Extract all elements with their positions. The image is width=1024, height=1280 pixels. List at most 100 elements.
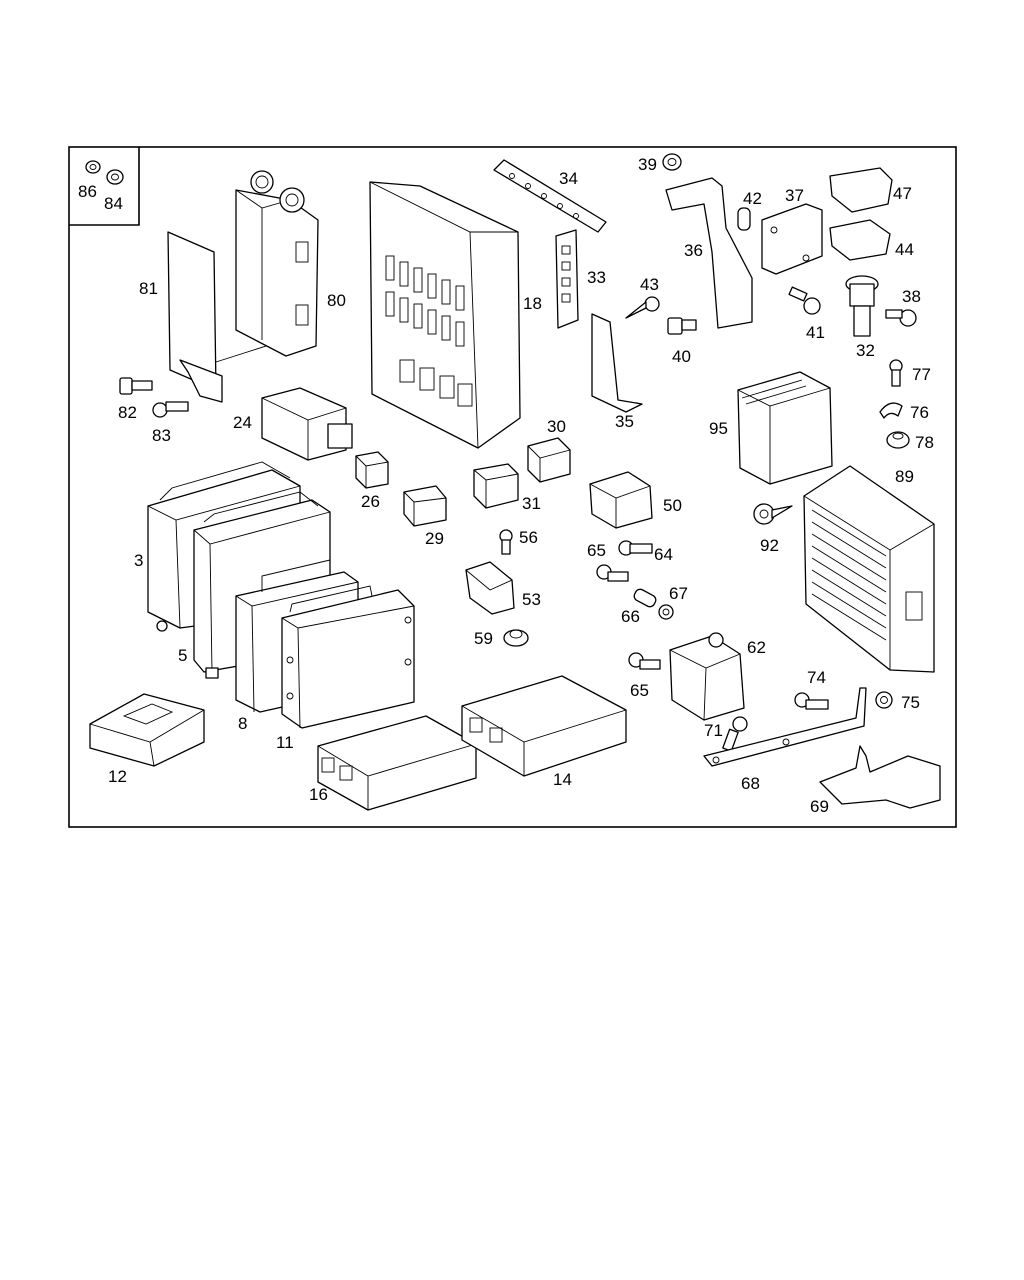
part-84-nut[interactable] bbox=[106, 169, 124, 185]
callout-labels: 86 84 81 80 82 83 24 3 5 8 11 12 16 14 1… bbox=[78, 155, 934, 816]
callout-77: 77 bbox=[912, 365, 931, 384]
part-78-grommet[interactable] bbox=[886, 431, 910, 449]
part-81-plate[interactable] bbox=[167, 231, 286, 403]
callout-75: 75 bbox=[901, 693, 920, 712]
callout-12: 12 bbox=[108, 767, 127, 786]
callout-39: 39 bbox=[638, 155, 657, 174]
part-18-fuse-box[interactable] bbox=[369, 181, 521, 449]
callout-42: 42 bbox=[743, 189, 762, 208]
part-86-nut[interactable] bbox=[85, 160, 101, 174]
part-12-module[interactable] bbox=[89, 693, 205, 767]
callout-50: 50 bbox=[663, 496, 682, 515]
callout-43: 43 bbox=[640, 275, 659, 294]
callout-38: 38 bbox=[902, 287, 921, 306]
part-74-bolt[interactable] bbox=[794, 692, 829, 710]
part-76-clip[interactable] bbox=[879, 402, 903, 419]
part-29-relay[interactable] bbox=[403, 485, 447, 527]
callout-29: 29 bbox=[425, 529, 444, 548]
callout-84: 84 bbox=[104, 194, 123, 213]
callout-71: 71 bbox=[704, 721, 723, 740]
part-34-strip[interactable] bbox=[493, 159, 607, 233]
part-71-bolt[interactable] bbox=[722, 716, 748, 752]
part-77-bolt[interactable] bbox=[889, 359, 903, 387]
part-32-sensor[interactable] bbox=[845, 275, 879, 337]
part-33-rail[interactable] bbox=[555, 229, 579, 329]
part-50-connector[interactable] bbox=[589, 471, 653, 529]
callout-14: 14 bbox=[553, 770, 572, 789]
callout-34: 34 bbox=[559, 169, 578, 188]
part-11-module[interactable] bbox=[281, 585, 415, 729]
part-83-bolt[interactable] bbox=[152, 401, 189, 418]
part-40-bolt[interactable] bbox=[667, 317, 697, 335]
callout-80: 80 bbox=[327, 291, 346, 310]
callout-68: 68 bbox=[741, 774, 760, 793]
callout-24: 24 bbox=[233, 413, 252, 432]
part-95-module[interactable] bbox=[737, 371, 833, 485]
part-65a-bolt[interactable] bbox=[596, 564, 629, 582]
callout-66: 66 bbox=[621, 607, 640, 626]
inset-box bbox=[69, 147, 140, 226]
part-43-screw[interactable] bbox=[625, 296, 660, 319]
callout-37: 37 bbox=[785, 186, 804, 205]
callout-47: 47 bbox=[893, 184, 912, 203]
callout-81: 81 bbox=[139, 279, 158, 298]
part-14-module[interactable] bbox=[461, 675, 627, 777]
part-56-screw[interactable] bbox=[499, 529, 513, 555]
callout-40: 40 bbox=[672, 347, 691, 366]
part-59-nut[interactable] bbox=[503, 629, 529, 647]
callout-64: 64 bbox=[654, 545, 673, 564]
part-26-relay[interactable] bbox=[355, 451, 389, 489]
callout-41: 41 bbox=[806, 323, 825, 342]
part-36-bracket[interactable] bbox=[665, 177, 753, 329]
part-24-relay[interactable] bbox=[261, 387, 353, 461]
callout-59: 59 bbox=[474, 629, 493, 648]
part-69-bracket[interactable] bbox=[819, 745, 941, 809]
callout-11: 11 bbox=[276, 733, 294, 752]
part-31-relay[interactable] bbox=[473, 463, 519, 509]
part-53-clip[interactable] bbox=[465, 561, 515, 615]
part-75-nut[interactable] bbox=[875, 691, 893, 709]
callout-3: 3 bbox=[134, 551, 143, 570]
callout-32: 32 bbox=[856, 341, 875, 360]
part-68-bracket[interactable] bbox=[703, 687, 867, 767]
callout-92: 92 bbox=[760, 536, 779, 555]
part-67-nut[interactable] bbox=[658, 604, 674, 620]
part-41-bolt[interactable] bbox=[788, 286, 821, 315]
callout-82: 82 bbox=[118, 403, 137, 422]
callout-83: 83 bbox=[152, 426, 171, 445]
callout-69: 69 bbox=[810, 797, 829, 816]
callout-53: 53 bbox=[522, 590, 541, 609]
callout-76: 76 bbox=[910, 403, 929, 422]
part-64-stud[interactable] bbox=[618, 540, 653, 556]
callout-56: 56 bbox=[519, 528, 538, 547]
part-92-screw[interactable] bbox=[753, 503, 793, 525]
callout-65b: 65 bbox=[630, 681, 649, 700]
part-38-bolt[interactable] bbox=[885, 309, 917, 327]
part-42-spacer[interactable] bbox=[737, 207, 751, 231]
part-80-module[interactable] bbox=[235, 170, 319, 357]
callout-44: 44 bbox=[895, 240, 914, 259]
part-30-relay[interactable] bbox=[527, 437, 571, 483]
callout-5: 5 bbox=[178, 646, 187, 665]
part-44-holder[interactable] bbox=[829, 219, 891, 261]
part-35-bracket[interactable] bbox=[591, 313, 643, 413]
callout-65a: 65 bbox=[587, 541, 606, 560]
callout-16: 16 bbox=[309, 785, 328, 804]
part-37-plate[interactable] bbox=[761, 203, 823, 275]
callout-30: 30 bbox=[547, 417, 566, 436]
part-39-washer[interactable] bbox=[662, 153, 682, 171]
part-82-bolt[interactable] bbox=[119, 377, 153, 395]
part-47-clip[interactable] bbox=[829, 167, 893, 213]
part-66-spacer[interactable] bbox=[632, 588, 657, 609]
part-89-amplifier[interactable] bbox=[803, 465, 935, 673]
part-65b-bolt[interactable] bbox=[628, 652, 661, 670]
diagram-frame bbox=[68, 146, 957, 828]
callout-18: 18 bbox=[523, 294, 542, 313]
callout-31: 31 bbox=[522, 494, 541, 513]
callout-78: 78 bbox=[915, 433, 934, 452]
part-62-connector[interactable] bbox=[669, 632, 745, 721]
callout-74: 74 bbox=[807, 668, 826, 687]
callout-89: 89 bbox=[895, 467, 914, 486]
part-16-module[interactable] bbox=[317, 715, 477, 811]
